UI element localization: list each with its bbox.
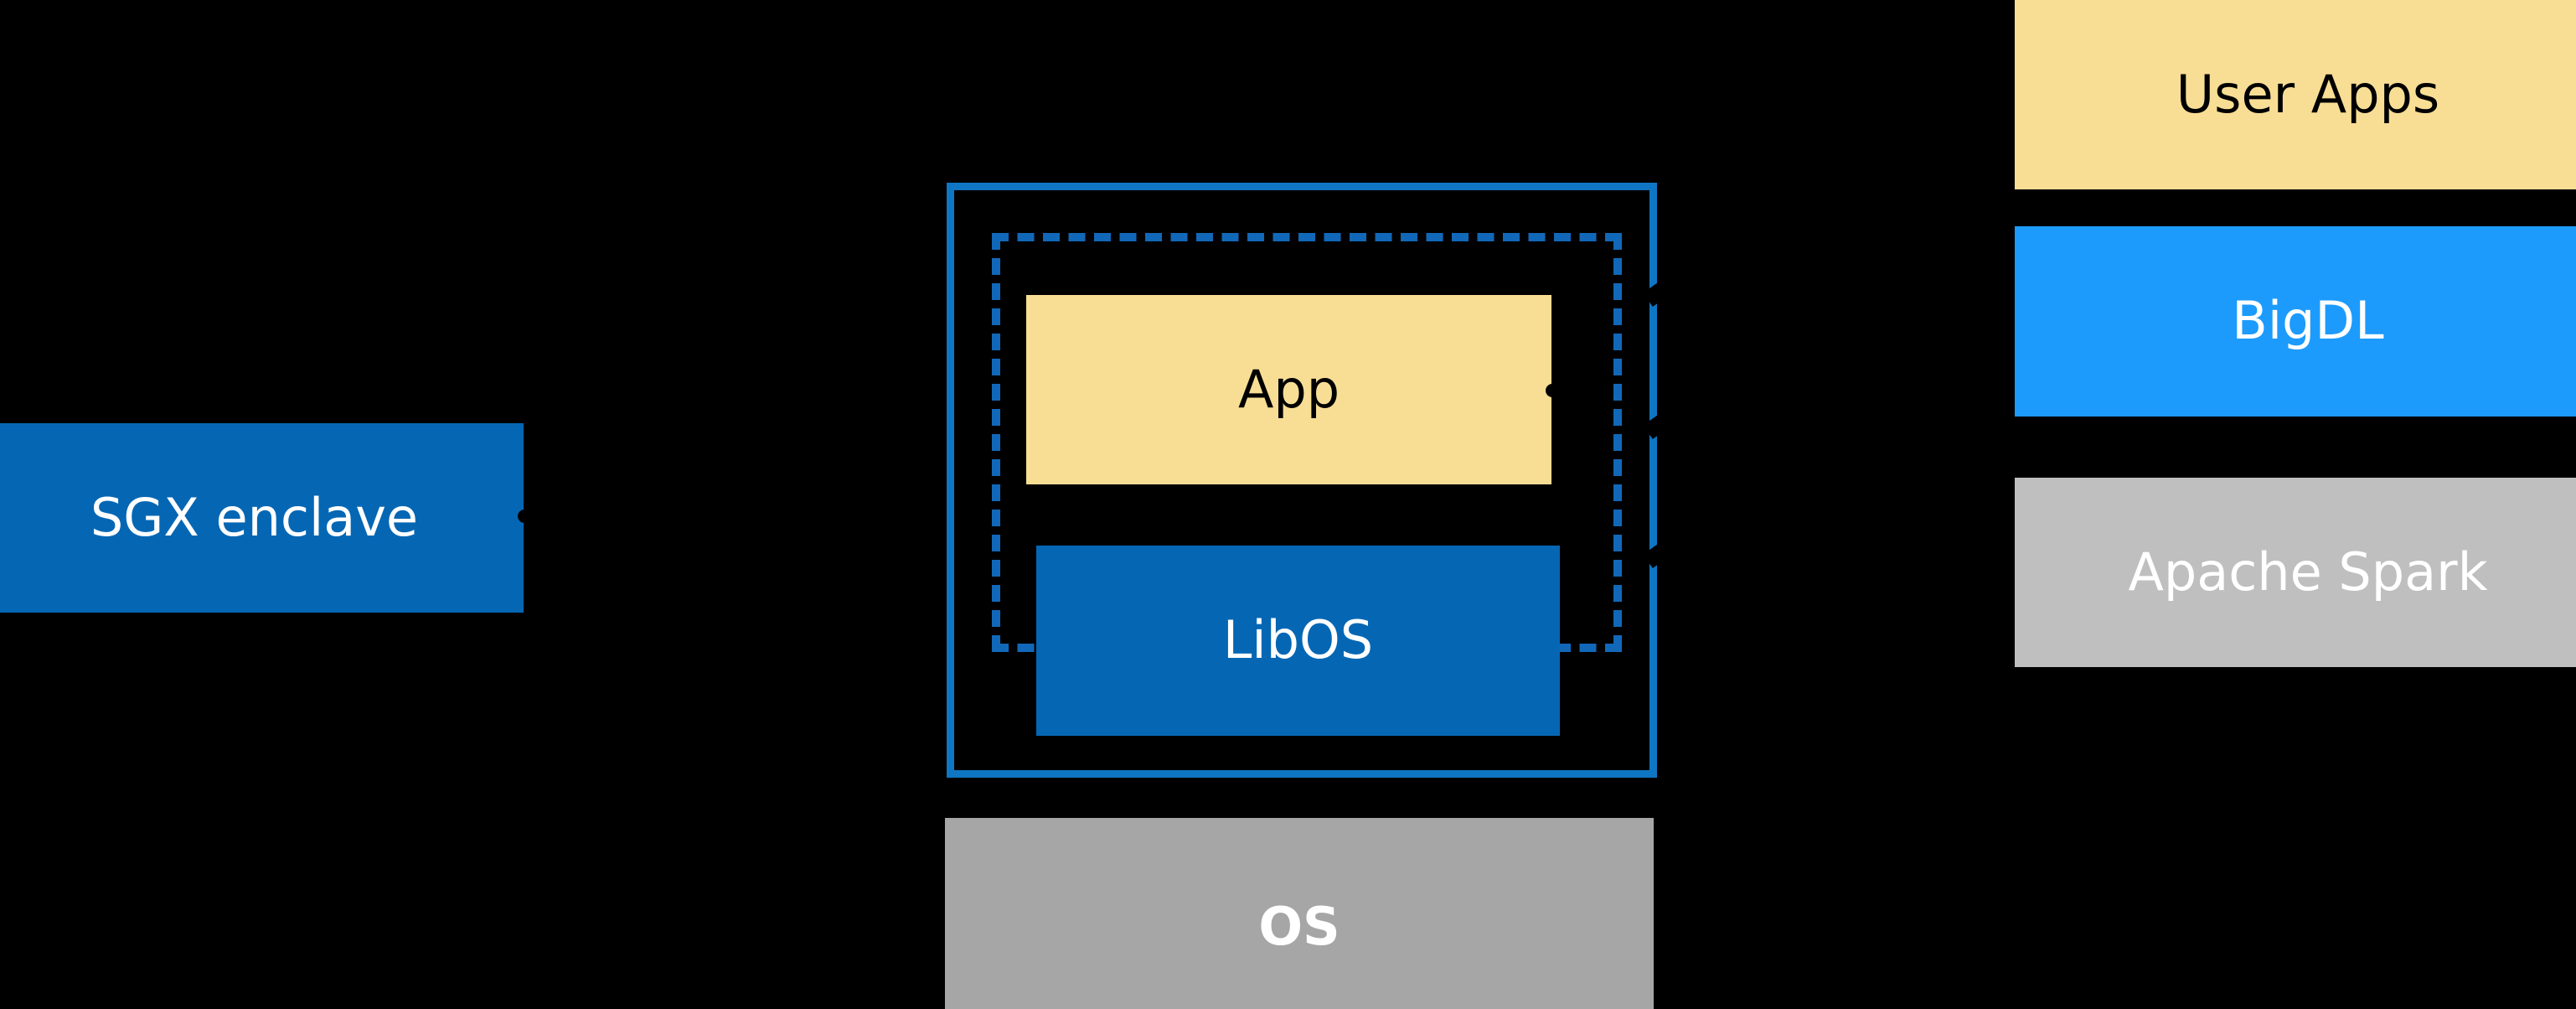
os-label: OS [1258, 895, 1340, 957]
sgx-connector-arrow-icon [518, 510, 531, 523]
user-apps-box[interactable]: User Apps [2015, 0, 2576, 189]
app-connector-arrow-icon [1546, 384, 1559, 397]
app-box[interactable]: App [1026, 295, 1551, 484]
app-label: App [1237, 358, 1340, 420]
sgx-enclave-box[interactable]: SGX enclave [0, 423, 524, 613]
enclave-boundary-frame [947, 183, 1657, 778]
bigdl-box[interactable]: BigDL [2015, 226, 2576, 417]
apache-spark-box[interactable]: Apache Spark [2015, 478, 2576, 667]
apache-spark-label: Apache Spark [2128, 541, 2488, 603]
libos-label: LibOS [1222, 609, 1374, 671]
libos-box[interactable]: LibOS [1036, 546, 1560, 736]
bigdl-label: BigDL [2232, 290, 2384, 352]
os-box[interactable]: OS [945, 818, 1654, 1009]
user-apps-label: User Apps [2176, 63, 2440, 125]
sgx-enclave-label: SGX enclave [90, 486, 419, 548]
